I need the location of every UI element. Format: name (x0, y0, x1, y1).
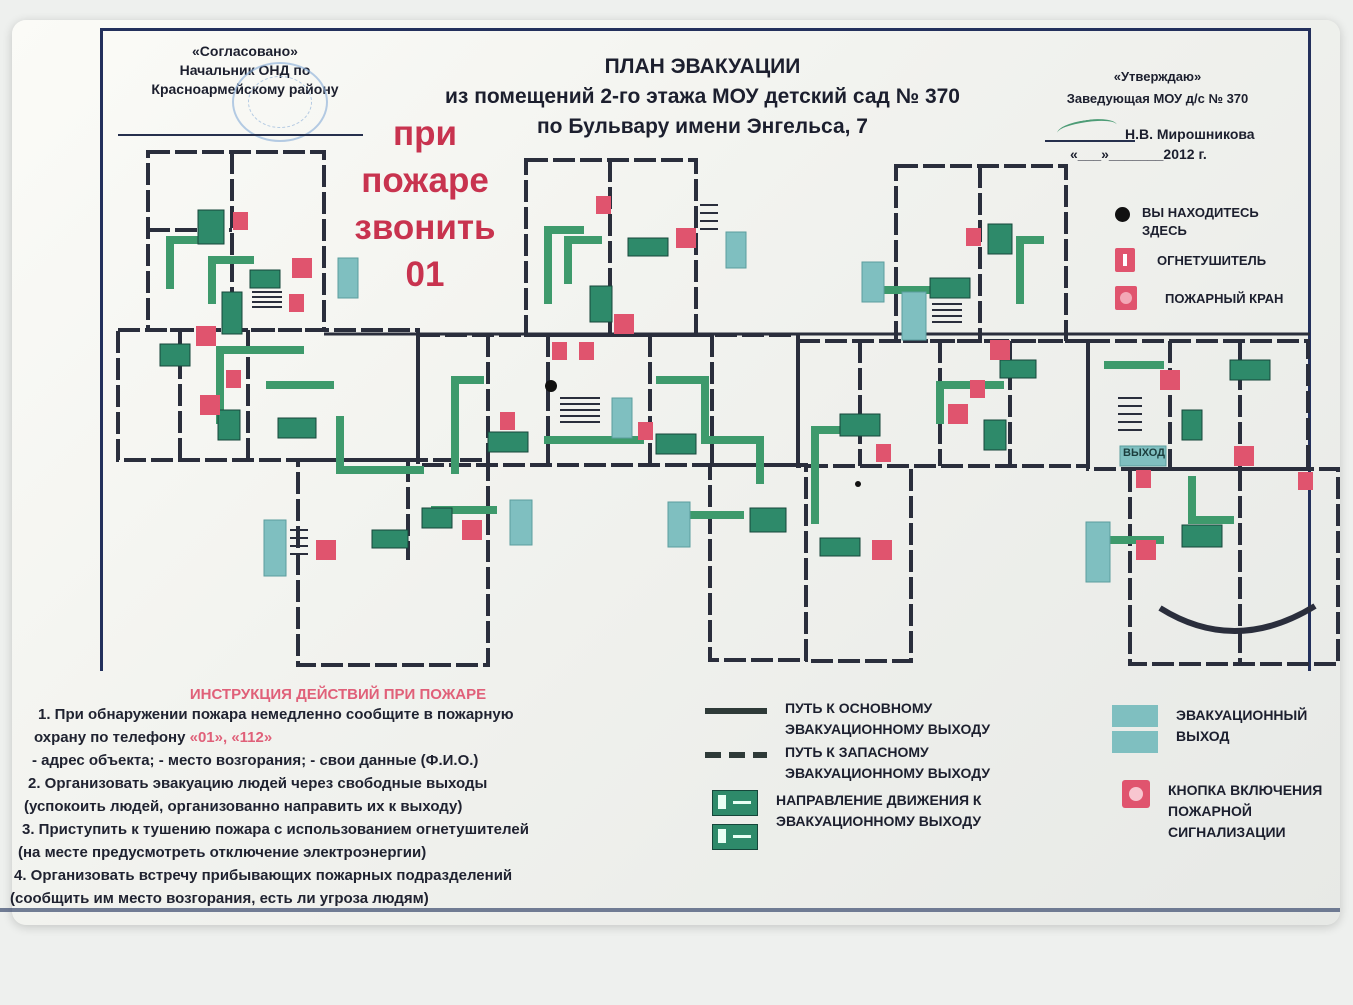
fire-call-notice: при пожаре звонить 01 (330, 110, 520, 298)
instruction-4-details: (сообщить им место возгорания, есть ли у… (10, 890, 429, 907)
instruction-4: 4. Организовать встречу прибывающих пожа… (14, 867, 513, 884)
hydrant-icon (1115, 286, 1137, 310)
stairs (252, 204, 1142, 555)
instruction-3-details: (на месте предусмотреть отключение элект… (18, 844, 427, 861)
legend-extinguisher-label: ОГНЕТУШИТЕЛЬ (1157, 253, 1267, 268)
fire-line-4: 01 (405, 255, 445, 294)
title-line-2: из помещений 2-го этажа МОУ детский сад … (445, 85, 960, 108)
agreement-line-1: «Согласовано» (192, 43, 298, 59)
plan-title: ПЛАН ЭВАКУАЦИИ из помещений 2-го этажа М… (395, 52, 1010, 142)
approval-line-2: Заведующая МОУ д/с № 370 (1066, 91, 1249, 106)
legend-hydrant-label: ПОЖАРНЫЙ КРАН (1165, 291, 1284, 306)
approval-block: «Утверждаю» Заведующая МОУ д/с № 370 (1025, 66, 1290, 110)
secondary-route-icon (705, 752, 767, 758)
extinguisher-icon (1115, 248, 1135, 272)
poster-bottom-edge (0, 908, 1340, 912)
exit-boxes (263, 231, 1167, 583)
legend-direction: НАПРАВЛЕНИЕ ДВИЖЕНИЯ К ЭВАКУАЦИОННОМУ ВЫ… (712, 790, 1016, 850)
approval-date: «___»_______2012 г. (1070, 146, 1207, 162)
evac-exit-icon (1112, 705, 1158, 757)
fire-line-3: звонить (354, 208, 496, 247)
emergency-phones: «01», «112» (189, 729, 273, 746)
signature-line (118, 134, 363, 136)
legend-secondary-route: ПУТЬ К ЗАПАСНОМУ ЭВАКУАЦИОННОМУ ВЫХОДУ (705, 742, 1030, 784)
legend-evac-exit: ЭВАКУАЦИОННЫЙ ВЫХОД (1112, 705, 1336, 757)
instructions-title: ИНСТРУКЦИЯ ДЕЙСТВИЙ ПРИ ПОЖАРЕ (189, 686, 487, 703)
direction-signs (712, 790, 758, 850)
evacuation-routes (166, 226, 1234, 544)
legend-primary-route: ПУТЬ К ОСНОВНОМУ ЭВАКУАЦИОННОМУ ВЫХОДУ (705, 698, 1030, 740)
title-line-3: по Бульвару имени Энгельса, 7 (536, 115, 868, 138)
title-line-1: ПЛАН ЭВАКУАЦИИ (604, 55, 801, 78)
you-are-here-icon (1115, 207, 1130, 222)
extinguishers (226, 196, 1313, 490)
instruction-1-phone-text: охрану по телефону (34, 729, 190, 746)
fire-line-2: пожаре (361, 161, 489, 200)
primary-route-icon (705, 708, 767, 714)
legend-secondary-route-label: ПУТЬ К ЗАПАСНОМУ ЭВАКУАЦИОННОМУ ВЫХОДУ (785, 744, 991, 781)
legend-alarm-button-label: КНОПКА ВКЛЮЧЕНИЯ ПОЖАРНОЙ СИГНАЛИЗАЦИИ (1168, 782, 1323, 840)
legend-you-are-here: ВЫ НАХОДИТЕСЬ ЗДЕСЬ (1115, 204, 1277, 240)
legend-evac-exit-label: ЭВАКУАЦИОННЫЙ ВЫХОД (1176, 707, 1308, 744)
legend-alarm-button: КНОПКА ВКЛЮЧЕНИЯ ПОЖАРНОЙ СИГНАЛИЗАЦИИ (1122, 780, 1336, 843)
plan-exit-label: ВЫХОД (1123, 447, 1166, 459)
fire-line-1: при (392, 114, 458, 153)
alarm-button-icon (1122, 780, 1150, 808)
exit-direction-icon (712, 790, 758, 816)
fire-instructions: ИНСТРУКЦИЯ ДЕЙСТВИЙ ПРИ ПОЖАРЕ 1. При об… (10, 686, 698, 910)
director-signature (1045, 115, 1135, 143)
legend-direction-label: НАПРАВЛЕНИЕ ДВИЖЕНИЯ К ЭВАКУАЦИОННОМУ ВЫ… (776, 792, 982, 829)
legend-primary-route-label: ПУТЬ К ОСНОВНОМУ ЭВАКУАЦИОННОМУ ВЫХОДУ (785, 700, 991, 737)
legend-extinguisher: ОГНЕТУШИТЕЛЬ (1115, 248, 1266, 272)
instruction-1: 1. При обнаружении пожара немедленно соо… (38, 706, 514, 723)
legend-you-are-here-label: ВЫ НАХОДИТЕСЬ ЗДЕСЬ (1142, 205, 1259, 238)
instruction-3: 3. Приступить к тушению пожара с использ… (22, 821, 529, 838)
instruction-2-details: (успокоить людей, организованно направит… (24, 798, 463, 815)
you-are-here-dots (545, 380, 861, 487)
exit-signs (159, 209, 1271, 557)
approval-line-1: «Утверждаю» (1113, 69, 1202, 84)
instruction-1-phone: охрану по телефону «01», «112» (34, 726, 698, 749)
instruction-2: 2. Организовать эвакуацию людей через св… (28, 775, 488, 792)
official-stamp (232, 62, 328, 142)
legend-hydrant: ПОЖАРНЫЙ КРАН (1115, 286, 1283, 310)
hydrants (196, 228, 1254, 560)
instruction-1-details: - адрес объекта; - место возгорания; - с… (32, 752, 479, 769)
curved-wall (1158, 603, 1317, 634)
exit-direction-icon-alt (712, 824, 758, 850)
director-name: Н.В. Мирошникова (1125, 126, 1255, 142)
